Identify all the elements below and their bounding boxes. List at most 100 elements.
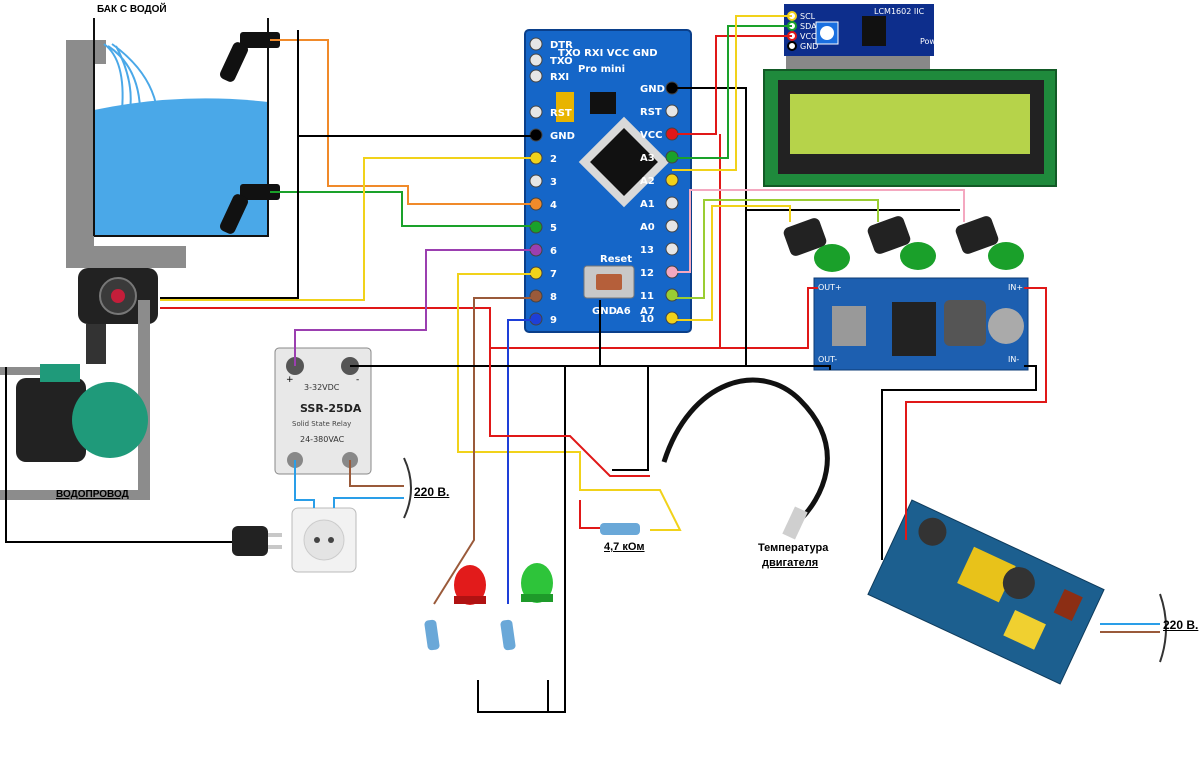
solid-state-relay: 3-32VDC SSR-25DA Solid State Relay 24-38…: [274, 347, 372, 475]
arduino-left-pin-label: 8: [550, 292, 557, 303]
wire-lime-btn: [672, 199, 879, 299]
wire-orange: [270, 39, 536, 205]
arduino-left-pin-label: 4: [550, 200, 557, 211]
water-pump: [0, 300, 150, 500]
wire-yellow-temp: [457, 273, 682, 531]
arduino-pro-mini: TXO RXI VCC GND Pro mini Reset DTRTXORXI…: [524, 29, 692, 333]
wire-blue-led: [507, 319, 536, 604]
resistor-label: 4,7 кОм: [604, 541, 645, 553]
arduino-right-pin: [665, 288, 679, 302]
arduino-bottom-label: GND: [592, 306, 617, 317]
arduino-bottom-label: A6: [616, 306, 631, 317]
ssr-brand: Solid State Relay: [292, 420, 351, 428]
wire-red-psu: [905, 287, 1047, 540]
push-button-1: [783, 218, 850, 272]
lcd-power-label: Power: [920, 37, 945, 46]
wire-pink-btn: [672, 189, 965, 273]
water-fill: [94, 98, 268, 236]
arduino-left-pin-label: RXI: [550, 72, 569, 83]
outlet-pipe-horizontal: [66, 246, 186, 268]
wire-yellow-btn: [672, 205, 791, 321]
arduino-left-pin-label: DTR: [550, 40, 573, 51]
inlet-pipe-top: [66, 40, 106, 64]
buck-in-minus: IN-: [1008, 355, 1019, 364]
arduino-right-pin-label: 13: [640, 245, 654, 256]
lcd-screen: [790, 94, 1030, 154]
wire-yellow-scl: [672, 15, 792, 171]
water-tank: [66, 18, 280, 268]
arduino-right-pin-label: 12: [640, 268, 654, 279]
ssr-terminal-minus: -: [356, 375, 359, 385]
lcd-pin: [787, 41, 797, 51]
pump-housing: [72, 382, 148, 458]
wire-black-buck: [600, 365, 831, 370]
water-main-label: ВОДОПРОВОД: [56, 489, 129, 500]
resistor-4-7k: [600, 523, 640, 535]
buck-capacitor: [832, 306, 866, 346]
arduino-right-pin-label: A3: [640, 153, 655, 164]
wire-cyan-ssr: [294, 460, 315, 508]
arduino-left-pin: [529, 37, 543, 51]
arduino-right-pin: [665, 196, 679, 210]
lcd-module-name: LCM1602 IIC: [874, 7, 925, 16]
power-socket: [291, 507, 357, 573]
wire-green-sda: [672, 25, 792, 159]
arduino-right-pin: [665, 311, 679, 325]
water-main-pipe: [0, 490, 150, 500]
float-switch-bottom: [219, 184, 280, 234]
arduino-left-pin-label: RST: [550, 108, 572, 119]
resistor-led-green: [500, 619, 516, 651]
arduino-right-pin-label: A2: [640, 176, 655, 187]
regulator: [590, 92, 616, 114]
mains-left-label: 220 В.: [414, 485, 450, 499]
wire-black-tank: [160, 30, 299, 299]
wire-red-vcc: [160, 287, 818, 349]
temperature-probe: [782, 506, 808, 540]
arduino-left-pin-label: TXO: [550, 56, 573, 67]
arduino-left-pin-label: 2: [550, 154, 557, 165]
push-button-3: [955, 216, 1024, 270]
ac-dc-power-supply: [867, 499, 1105, 685]
temperature-label-line1: Температура: [758, 542, 829, 554]
lcd-pin-label: GND: [800, 42, 818, 51]
ssr-output-spec: 24-380VAC: [300, 435, 345, 444]
arduino-left-pin-label: 3: [550, 177, 557, 188]
i2c-adapter: [784, 4, 934, 56]
buck-converter: OUT+ OUT- IN+ IN-: [813, 277, 1029, 371]
wire-black-lcd: [672, 87, 747, 366]
arduino-bottom-label: A7: [640, 306, 655, 317]
temperature-sensor: [661, 377, 830, 540]
mains-break-left: [403, 457, 412, 519]
arduino-right-pin: [665, 219, 679, 233]
arduino-right-pin-label: A0: [640, 222, 655, 233]
arduino-right-pin-label: GND: [640, 84, 665, 95]
wire-black-led-gnd: [477, 366, 566, 713]
mains-break-right: [1159, 593, 1167, 663]
capacitor: [556, 92, 574, 122]
buck-out-plus: OUT+: [818, 283, 842, 292]
lcd-pin-label: VCC: [800, 32, 817, 41]
arduino-left-pin-label: 9: [550, 315, 557, 326]
wire-black-psu: [881, 365, 1037, 560]
wire-brown-led: [433, 297, 536, 605]
pump-motor: [16, 378, 86, 462]
ssr-terminal-plus: +: [286, 375, 294, 385]
arduino-left-pin: [529, 53, 543, 67]
buck-out-minus: OUT-: [818, 355, 837, 364]
arduino-right-pin-label: A1: [640, 199, 655, 210]
buck-inductor: [944, 300, 986, 346]
buck-in-plus: IN+: [1008, 283, 1023, 292]
lcd-pin-label: SCL: [800, 12, 816, 21]
push-button-2: [867, 216, 936, 270]
arduino-right-pin: [665, 173, 679, 187]
led-red: [454, 565, 486, 605]
arduino-left-pin: [529, 289, 543, 303]
resistor-led-red: [424, 619, 440, 651]
arduino-left-pin-label: 5: [550, 223, 557, 234]
arduino-reset-label: Reset: [600, 254, 632, 265]
